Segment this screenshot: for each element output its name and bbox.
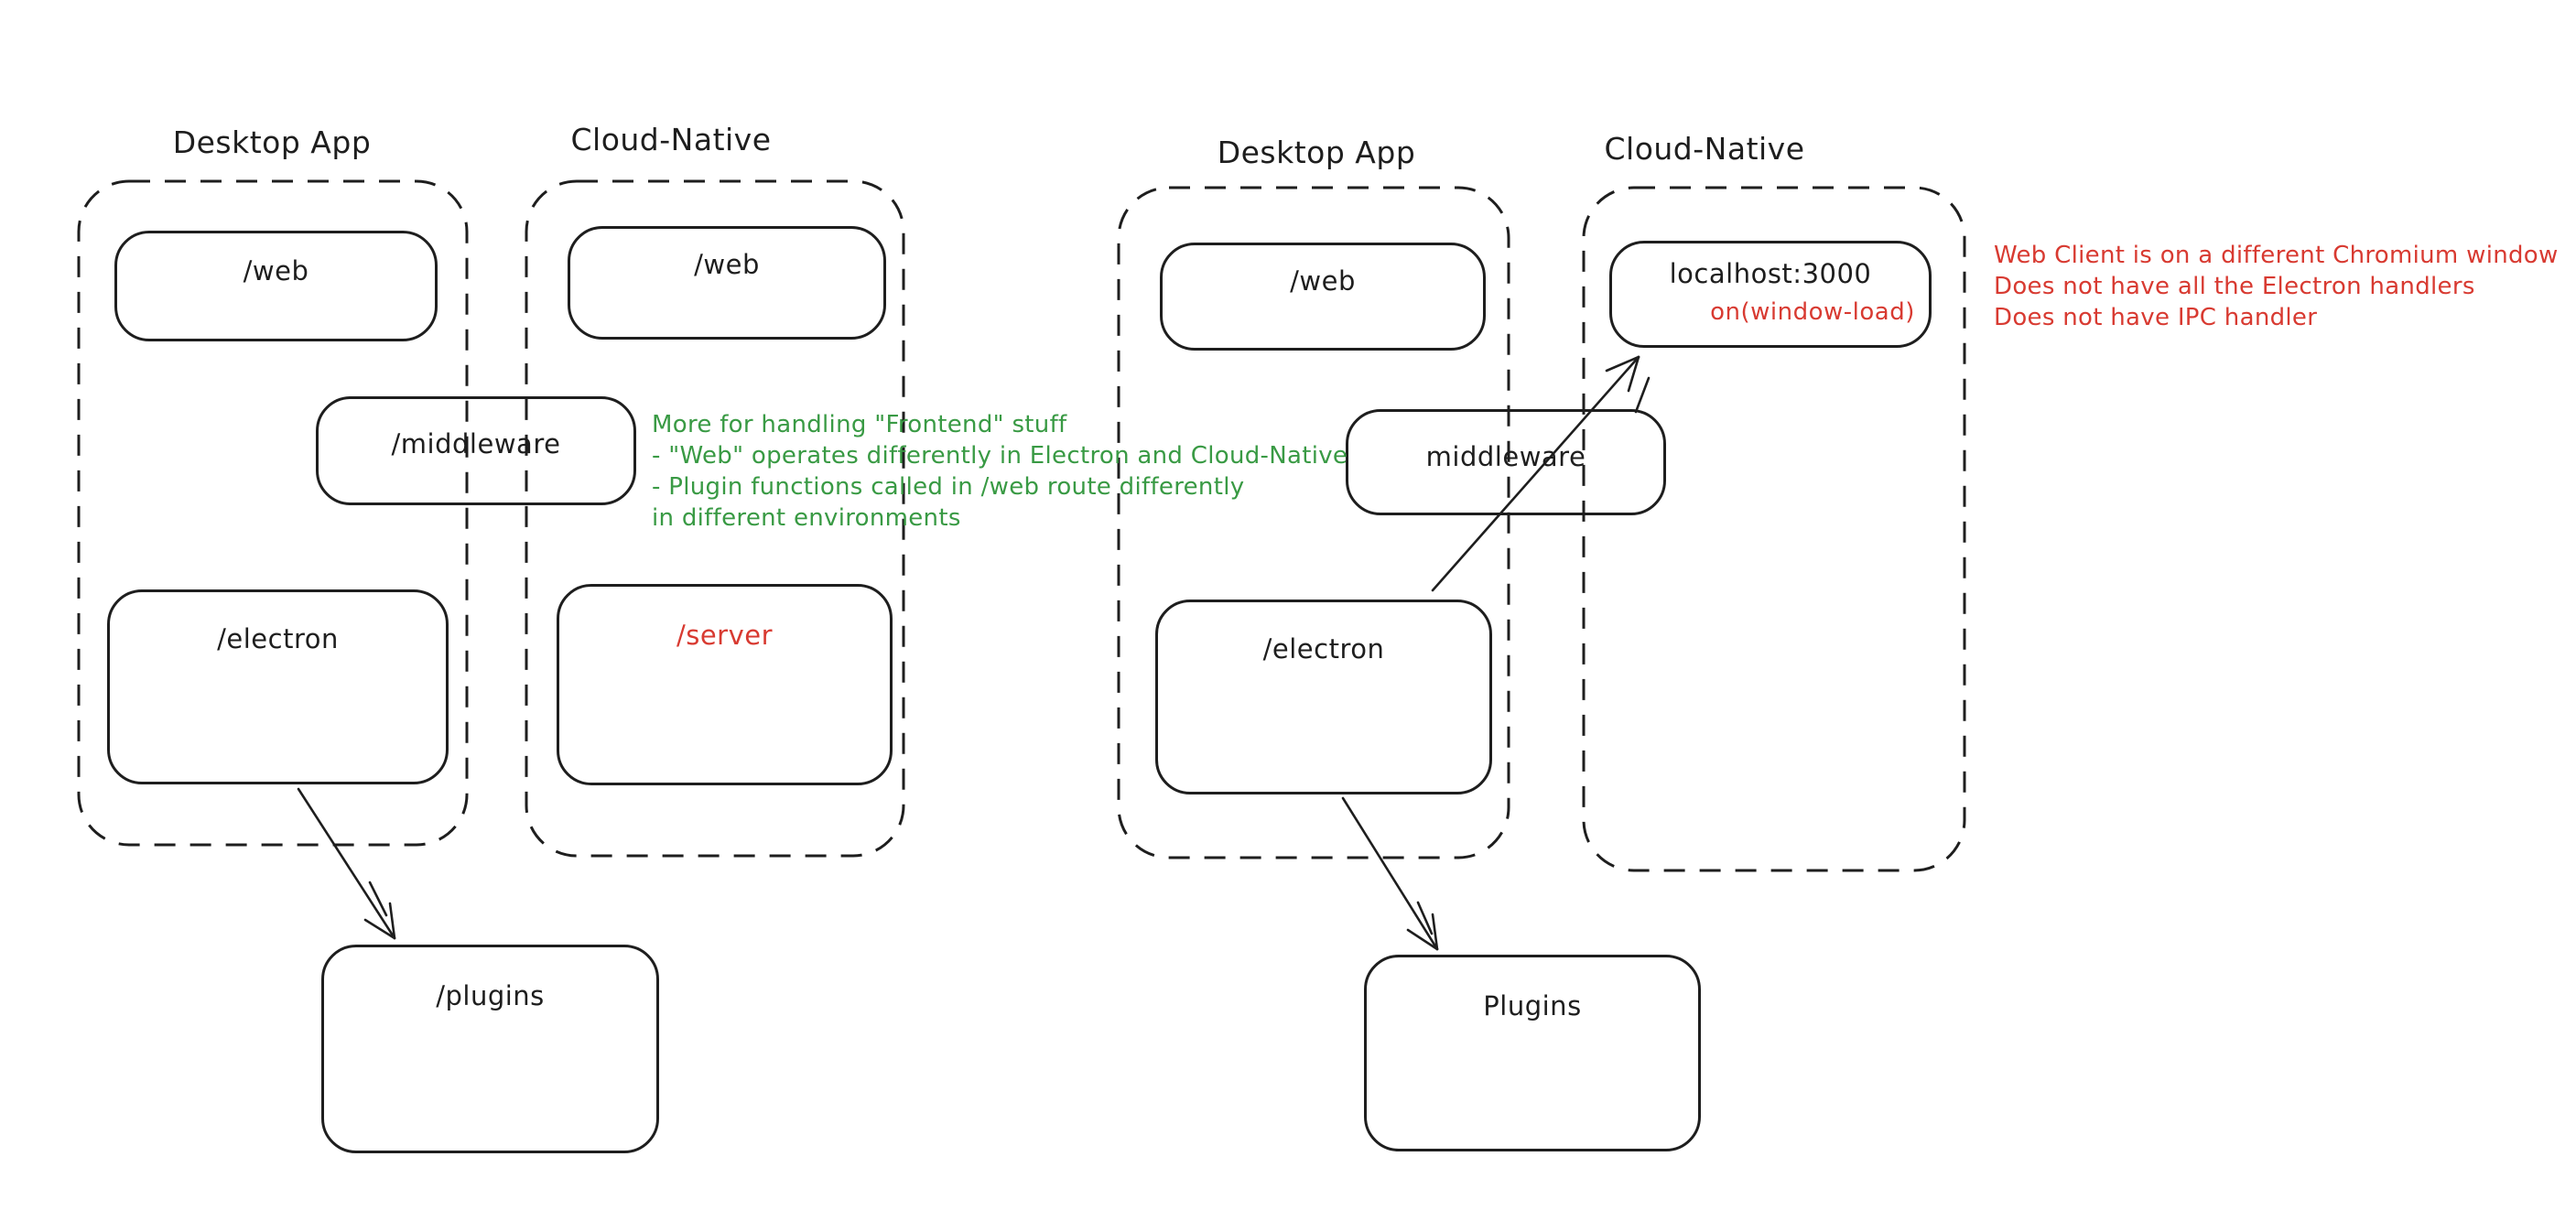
node-label: localhost:3000 [1669, 258, 1872, 289]
node-web-right-desktop: /web [1160, 243, 1486, 351]
section-title-cloud-native-left: Cloud-Native [570, 122, 772, 157]
node-label: middleware [1425, 441, 1586, 472]
node-plugins-left: /plugins [321, 945, 659, 1153]
arrow-electron-to-plugins-right [1341, 796, 1439, 951]
node-localhost-3000: localhost:3000 on(window-load) [1609, 241, 1932, 348]
node-web-left-cloud: /web [568, 226, 886, 340]
node-server-left: /server [557, 584, 893, 785]
node-label: /electron [217, 623, 339, 654]
section-title-cloud-native-right: Cloud-Native [1604, 131, 1805, 167]
note-line: - Plugin functions called in /web route … [652, 473, 1245, 501]
node-label: Plugins [1483, 990, 1582, 1021]
node-electron-right: /electron [1155, 600, 1492, 794]
node-label: /web [243, 255, 309, 286]
node-label: /plugins [436, 980, 545, 1011]
node-label: /web [1290, 265, 1356, 297]
note-line: Web Client is on a different Chromium wi… [1994, 242, 2559, 269]
node-label: /electron [1262, 633, 1385, 665]
note-line: Does not have all the Electron handlers [1994, 273, 2475, 300]
section-title-desktop-app-right: Desktop App [1217, 135, 1416, 170]
node-web-left-desktop: /web [114, 231, 438, 341]
node-middleware-left: /middleware [316, 396, 636, 505]
node-label: /web [694, 249, 760, 280]
node-sublabel-window-load: on(window-load) [1710, 298, 1915, 326]
node-middleware-right: middleware [1346, 409, 1666, 515]
arrow-electron-to-plugins-left [297, 787, 396, 940]
node-label: /middleware [391, 428, 561, 459]
node-electron-left: /electron [107, 589, 449, 784]
note-line: More for handling "Frontend" stuff [652, 411, 1067, 438]
note-web-client-red: Web Client is on a different Chromium wi… [1994, 240, 2559, 333]
note-line: in different environments [652, 504, 961, 532]
note-line: Does not have IPC handler [1994, 304, 2318, 331]
note-line: - "Web" operates differently in Electron… [652, 442, 1348, 470]
note-frontend-green: More for handling "Frontend" stuff - "We… [652, 409, 1348, 534]
node-plugins-right: Plugins [1364, 955, 1701, 1151]
node-label: /server [676, 620, 774, 651]
section-title-desktop-app-left: Desktop App [172, 124, 372, 160]
